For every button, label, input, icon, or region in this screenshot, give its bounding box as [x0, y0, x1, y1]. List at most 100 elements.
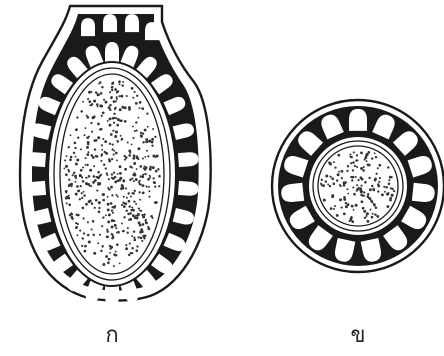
figure-b-stipple-dot [340, 206, 342, 208]
figure-b-stipple-dot [360, 176, 363, 179]
figure-a-stipple-dot [151, 217, 153, 219]
figure-a-stipple-dot [158, 185, 160, 187]
figure-a-stipple-dot [109, 252, 111, 254]
figure-a-stipple-dot [68, 146, 70, 148]
figure-a-stipple-dot [98, 182, 101, 185]
figure-b-stipple-dot [375, 206, 378, 209]
figure-b-stipple-dot [359, 189, 362, 192]
figure-a-stipple-dot [151, 138, 154, 141]
figure-a-stipple-dot [143, 237, 145, 239]
figure-a-stipple-dot [70, 134, 72, 136]
figure-a-stipple-dot [69, 184, 71, 186]
figure-a-stipple-dot [92, 220, 95, 223]
figure-a-stipple-dot [113, 122, 115, 124]
figure-a-stipple-dot [111, 86, 114, 89]
figure-a-stipple-dot [97, 106, 99, 108]
figure-b-stipple-dot [371, 185, 373, 187]
figure-a-stipple-dot [126, 95, 128, 97]
figure-a-stipple-dot [127, 227, 129, 229]
figure-a-stipple-dot [115, 100, 117, 102]
figure-a-stipple-dot [96, 103, 99, 106]
figure-a-stipple-dot [116, 159, 118, 161]
figure-a-stipple-dot [102, 194, 104, 196]
figure-a-stipple-dot [86, 153, 89, 156]
figure-a-stipple-dot [90, 122, 92, 124]
figure-a-stipple-dot [64, 159, 66, 161]
figure-a-stipple-dot [85, 182, 88, 185]
figure-a-stipple-dot [114, 225, 116, 227]
figure-a-stipple-dot [110, 96, 112, 98]
figure-b-stipple-dot [375, 173, 377, 175]
figure-a-stipple-dot [130, 196, 132, 198]
figure-a-stipple-dot [147, 227, 150, 230]
figure-a-stipple-dot [95, 199, 98, 202]
figure-b-stipple-dot [338, 171, 340, 173]
figure-b-stipple-dot [356, 184, 358, 186]
figure-a-stipple-dot [107, 187, 109, 189]
figure-a-stipple-dot [132, 192, 135, 195]
figure-a-stipple-dot [68, 203, 71, 206]
figure-a-stipple-dot [122, 187, 125, 190]
figure-b-stipple-dot [372, 213, 374, 215]
figure-a-stipple-dot [137, 213, 140, 216]
figure-a-stipple-dot [124, 159, 126, 161]
figure-a-stipple-dot [123, 196, 125, 198]
figure-b-stipple-dot [320, 183, 322, 185]
figure-a-stipple-dot [101, 149, 103, 151]
figure-b-stipple-dot [337, 154, 340, 157]
figure-b-stipple-dot [389, 176, 391, 178]
figure-b-stipple-dot [363, 210, 366, 213]
figure-b-stipple-dot [360, 152, 363, 155]
figure-a-stipple-dot [145, 166, 148, 169]
figure-b-stipple-dot [352, 169, 354, 171]
figure-a-stipple-dot [87, 234, 90, 237]
figure-a-stipple-dot [140, 132, 142, 134]
figure-a-stipple-dot [129, 154, 132, 157]
figure-a-stipple-dot [125, 209, 127, 211]
figure-a-stipple-dot [105, 101, 108, 104]
figure-b-stipple-dot [341, 170, 344, 173]
figure-b-stipple-dot [350, 162, 352, 164]
figure-a-stipple-dot [117, 140, 119, 142]
figure-a-stipple-dot [142, 176, 144, 178]
figure-a-stipple-dot [105, 214, 107, 216]
figure-a-stipple-dot [67, 169, 69, 171]
figure-a-stipple-dot [93, 252, 96, 255]
figure-a-stipple-dot [69, 214, 72, 217]
figure-a-stipple-dot [66, 202, 68, 204]
figure-a-stipple-dot [93, 175, 96, 178]
figure-a-stipple-dot [115, 227, 117, 229]
figure-a-neck-cell [103, 14, 117, 32]
figure-a-stipple-dot [77, 137, 79, 139]
figure-a-stipple-dot [75, 163, 77, 165]
figure-b-stipple-dot [343, 184, 346, 187]
figure-a-stipple-dot [98, 207, 100, 209]
figure-a-stipple-dot [105, 255, 108, 258]
figure-a-stipple-dot [88, 91, 91, 94]
figure-a-stipple-dot [88, 200, 91, 203]
figure-a-stipple-dot [107, 203, 110, 206]
figure-a-stipple-dot [101, 86, 103, 88]
figure-a-stipple-dot [142, 223, 145, 226]
figure-a-stipple-dot [117, 118, 120, 121]
figure-a-stipple-dot [153, 177, 155, 179]
figure-a-stipple-dot [75, 156, 77, 158]
figure-b-stipple-dot [364, 181, 367, 184]
figure-a-stipple-dot [68, 179, 70, 181]
figure-b-stipple-dot [367, 193, 369, 195]
figure-b-stipple-dot [321, 179, 323, 181]
figure-a-stipple-dot [91, 228, 93, 230]
figure-b-stipple-dot [375, 156, 377, 158]
figure-b-stipple-dot [386, 205, 389, 208]
figure-a-stipple-dot [79, 230, 81, 232]
figure-a-stipple-dot [77, 223, 79, 225]
figure-a-stipple-dot [114, 88, 117, 91]
figure-a-stipple-dot [125, 244, 127, 246]
figure-a-stipple-dot [85, 177, 87, 179]
figure-a-stipple-dot [82, 101, 84, 103]
figure-a-stipple-dot [74, 142, 77, 145]
figure-a-stipple-dot [88, 241, 91, 244]
figure-a-stipple-dot [141, 240, 143, 242]
figure-a-stipple-dot [107, 208, 110, 211]
